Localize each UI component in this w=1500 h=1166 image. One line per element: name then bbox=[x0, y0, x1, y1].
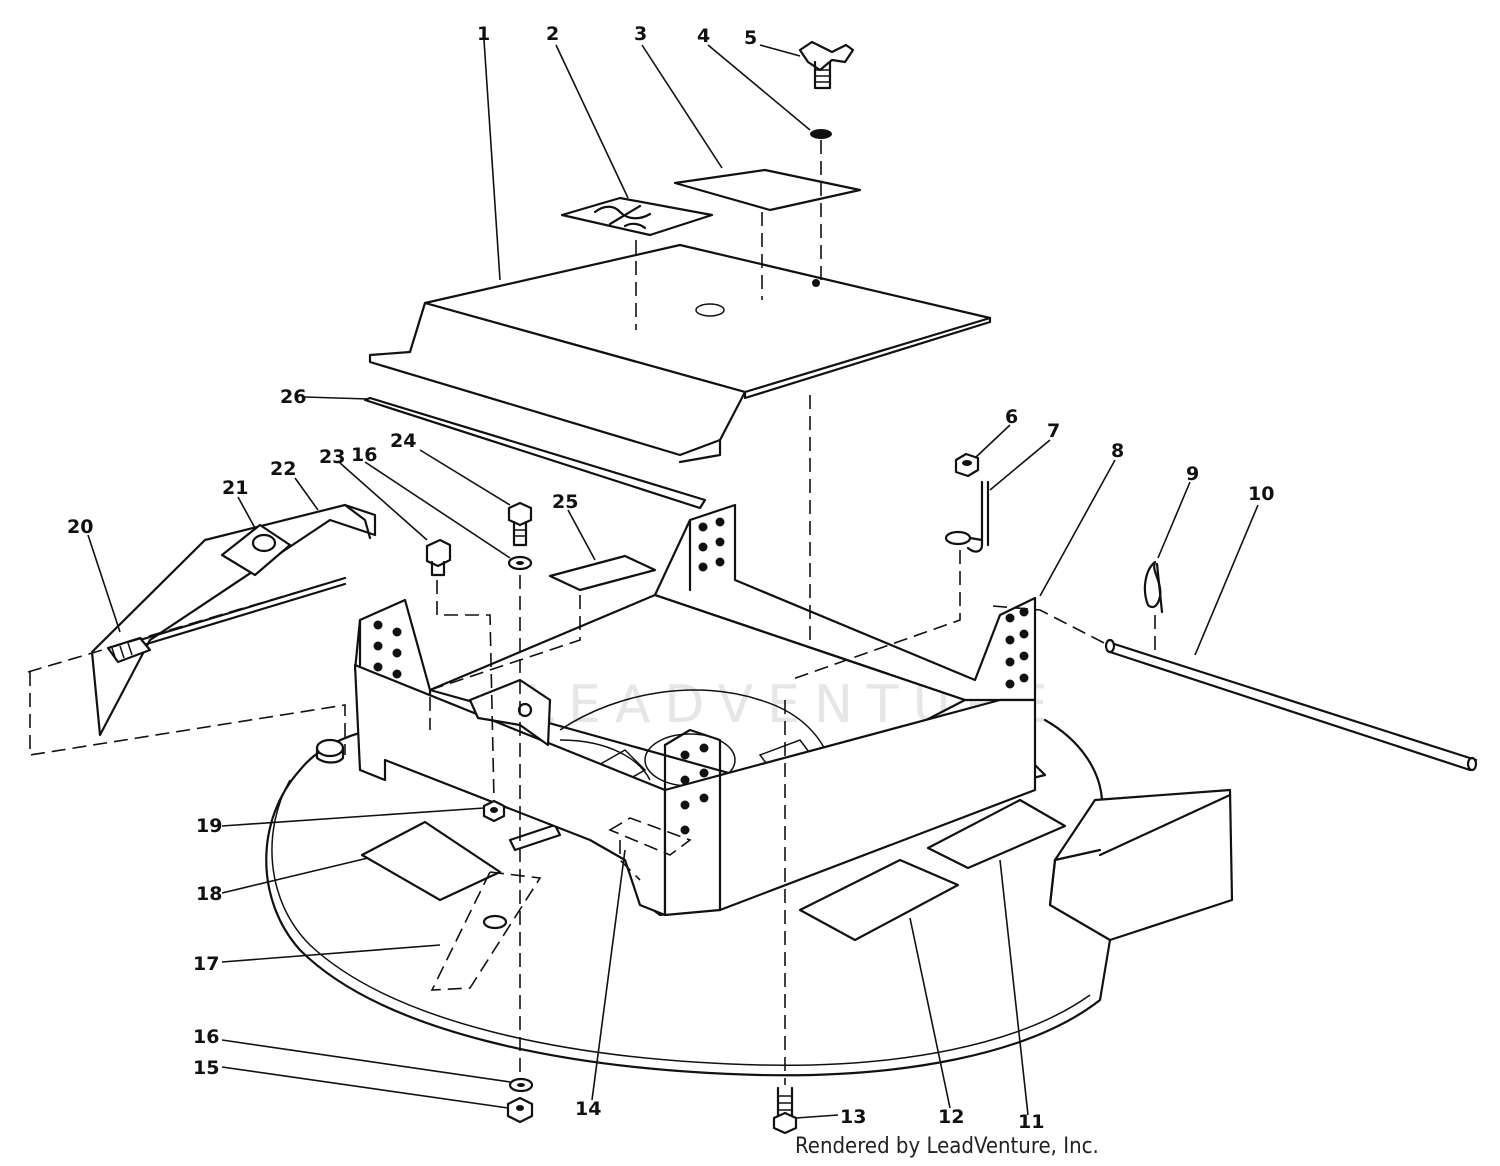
callout-7: 7 bbox=[1047, 420, 1060, 442]
callout-2: 2 bbox=[546, 23, 559, 45]
frame-bolt-holes-front bbox=[680, 743, 709, 835]
callout-25: 25 bbox=[552, 491, 578, 513]
bolt-24 bbox=[507, 501, 533, 547]
callout-11: 11 bbox=[1018, 1111, 1044, 1133]
callout-20: 20 bbox=[67, 516, 93, 538]
mounting-frame bbox=[353, 503, 1037, 917]
callout-24: 24 bbox=[390, 430, 416, 452]
hair-pin-clip bbox=[1143, 560, 1164, 614]
decal-25 bbox=[548, 554, 657, 592]
seal-strip bbox=[363, 396, 707, 510]
callout-9: 9 bbox=[1186, 463, 1199, 485]
callout-17: 17 bbox=[193, 953, 219, 975]
hex-nut-19 bbox=[482, 799, 506, 823]
bolt-13 bbox=[772, 1086, 798, 1135]
callout-4: 4 bbox=[697, 25, 710, 47]
callout-5: 5 bbox=[744, 27, 757, 49]
callout-1: 1 bbox=[477, 23, 490, 45]
callout-16-lower: 16 bbox=[193, 1026, 219, 1048]
callout-13: 13 bbox=[840, 1106, 866, 1128]
callout-22: 22 bbox=[270, 458, 296, 480]
callout-12: 12 bbox=[938, 1106, 964, 1128]
callout-16-upper: 16 bbox=[351, 444, 377, 466]
washer-4 bbox=[810, 129, 832, 139]
emblem-lettering bbox=[593, 204, 652, 230]
assembly-lines bbox=[27, 140, 1156, 1085]
washer-16-bottom bbox=[508, 1077, 534, 1093]
wing-knob bbox=[798, 40, 855, 90]
callout-14: 14 bbox=[575, 1098, 601, 1120]
pivot-rod bbox=[1104, 638, 1478, 772]
shoulder-bolt-23 bbox=[425, 538, 452, 577]
callout-18: 18 bbox=[196, 883, 222, 905]
frame-bolt-holes-right bbox=[1005, 607, 1029, 689]
hinged-guard bbox=[90, 503, 377, 737]
decal-3 bbox=[673, 168, 862, 212]
washer-16-top bbox=[507, 555, 533, 571]
callout-labels: 1 2 3 4 5 6 7 8 9 10 11 12 13 14 15 16 1… bbox=[67, 23, 1274, 1133]
hex-nut-15 bbox=[506, 1096, 534, 1124]
callout-19: 19 bbox=[196, 815, 222, 837]
hitch-pin-7 bbox=[944, 480, 990, 553]
bracket-plate-17 bbox=[430, 871, 542, 991]
emblem-plate bbox=[560, 196, 714, 237]
leader-lines bbox=[87, 39, 1259, 1119]
callout-21: 21 bbox=[222, 477, 248, 499]
mower-deck bbox=[265, 718, 1234, 1077]
top-cover bbox=[368, 243, 992, 464]
credit-text: Rendered by LeadVenture, Inc. bbox=[795, 1134, 1099, 1159]
frame-bolt-holes-left bbox=[373, 620, 402, 679]
frame-bolt-holes-back bbox=[698, 517, 725, 572]
callout-6: 6 bbox=[1005, 406, 1018, 428]
callout-8: 8 bbox=[1111, 440, 1124, 462]
callout-23: 23 bbox=[319, 446, 345, 468]
callout-26: 26 bbox=[280, 386, 306, 408]
callout-15: 15 bbox=[193, 1057, 219, 1079]
callout-10: 10 bbox=[1248, 483, 1274, 505]
callout-3: 3 bbox=[634, 23, 647, 45]
hex-nut-6 bbox=[954, 452, 980, 478]
